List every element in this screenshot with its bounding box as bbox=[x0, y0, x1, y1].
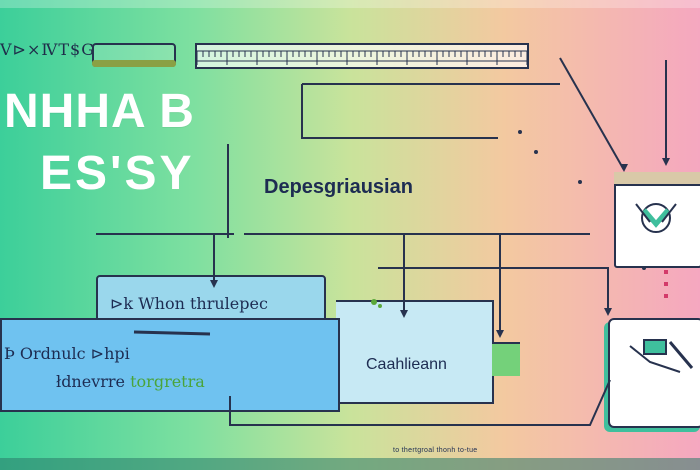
ruler-icon bbox=[196, 50, 528, 65]
footer-text: to thertgroal thonh to-tue bbox=[393, 447, 478, 454]
connector-diagonal bbox=[559, 57, 625, 171]
cursor-icon bbox=[371, 299, 382, 308]
connector-to-card-b bbox=[378, 267, 609, 308]
title-line-1: NHHA B bbox=[4, 85, 195, 138]
main-box-line-2-part-1: łdnevrre bbox=[56, 372, 126, 391]
arrow-icon bbox=[662, 158, 670, 166]
right-panel-label: Caahlieann bbox=[366, 356, 447, 373]
main-box-line-2: łdnevrre torgretra bbox=[56, 372, 205, 391]
arrow-icon bbox=[400, 310, 408, 318]
main-box-line-2-part-2: torgretra bbox=[130, 372, 205, 391]
bottom-band bbox=[0, 458, 700, 470]
connector-bottom bbox=[229, 379, 611, 426]
card-bottom-right[interactable] bbox=[608, 318, 700, 428]
arrow-icon bbox=[604, 308, 612, 316]
toggle-pill bbox=[92, 60, 176, 67]
top-box-label: ⊳k Whon thrulepec bbox=[110, 294, 268, 313]
main-box-line-1: Þ Ordnulc ⊳hpi bbox=[4, 344, 130, 363]
card-top-right-header bbox=[614, 172, 700, 186]
right-panel[interactable] bbox=[336, 300, 494, 404]
x-icon bbox=[629, 339, 694, 373]
mid-label: Depesgriausian bbox=[264, 176, 413, 198]
gear-icon bbox=[635, 203, 677, 233]
arrow-icon bbox=[210, 280, 218, 288]
header-scribble: Ⅴ⊳×ⅣT$G bbox=[0, 40, 95, 59]
title-line-2: ES'SY bbox=[40, 147, 195, 200]
right-panel-strip bbox=[492, 342, 520, 376]
ruler-bar[interactable] bbox=[195, 43, 529, 69]
arrow-icon bbox=[496, 330, 504, 338]
arrow-icon bbox=[620, 164, 628, 172]
scribble-stroke bbox=[133, 330, 211, 336]
top-band bbox=[0, 0, 700, 8]
connector-top-bracket bbox=[301, 84, 498, 139]
